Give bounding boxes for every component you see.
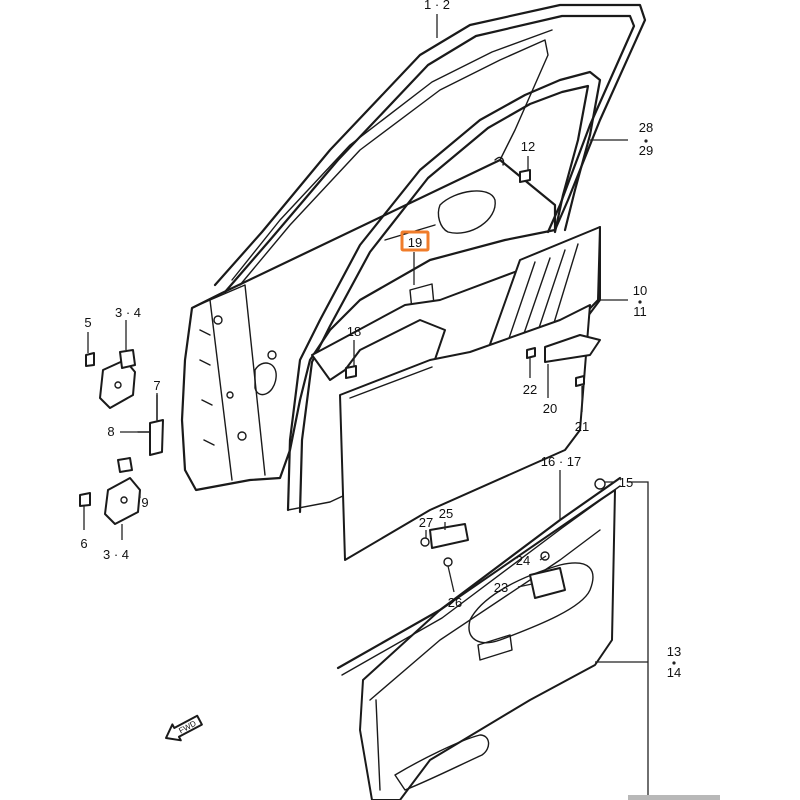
- door-weatherstrip: [286, 70, 602, 514]
- callout-15: 15: [619, 475, 633, 490]
- callout-19: 19: [408, 235, 422, 250]
- callout-labels: 1 · 2 28 29 12 19 10 11 18 22 20 21 5 3 …: [80, 0, 681, 680]
- callout-5: 5: [84, 315, 91, 330]
- callout-3-4-bottom: 3 · 4: [103, 547, 129, 562]
- callout-6: 6: [80, 536, 87, 551]
- callout-25: 25: [439, 506, 453, 521]
- callout-14: 14: [667, 665, 681, 680]
- callout-3-4-top: 3 · 4: [115, 305, 141, 320]
- callout-9: 9: [141, 495, 148, 510]
- bottom-scrollbar[interactable]: [628, 795, 720, 800]
- callout-10: 10: [633, 283, 647, 298]
- callout-12: 12: [521, 139, 535, 154]
- callout-8: 8: [107, 424, 114, 439]
- callout-28: 28: [639, 120, 653, 135]
- callout-11: 11: [633, 304, 647, 319]
- callout-7: 7: [153, 378, 160, 393]
- door-check: [137, 394, 164, 456]
- door-shell: [180, 3, 647, 492]
- fwd-arrow-icon: FWD: [165, 714, 203, 742]
- door-trim-panel: [336, 476, 622, 800]
- callout-21: 21: [575, 419, 589, 434]
- callout-13: 13: [667, 644, 681, 659]
- callout-20: 20: [543, 401, 557, 416]
- hinge-lower: [79, 457, 141, 525]
- callout-27: 27: [419, 515, 433, 530]
- hinge-upper: [85, 349, 136, 409]
- callout-26: 26: [448, 595, 462, 610]
- small-fasteners: [345, 169, 606, 567]
- callout-22: 22: [523, 382, 537, 397]
- insulator-panel: [339, 304, 591, 561]
- leader-lines: [83, 14, 649, 800]
- callout-18: 18: [347, 324, 361, 339]
- callout-1-2: 1 · 2: [424, 0, 450, 12]
- callout-23: 23: [494, 580, 508, 595]
- highlight-box: [400, 230, 430, 252]
- callout-16-17: 16 · 17: [541, 454, 581, 469]
- callout-29: 29: [639, 143, 653, 158]
- callout-24: 24: [516, 553, 530, 568]
